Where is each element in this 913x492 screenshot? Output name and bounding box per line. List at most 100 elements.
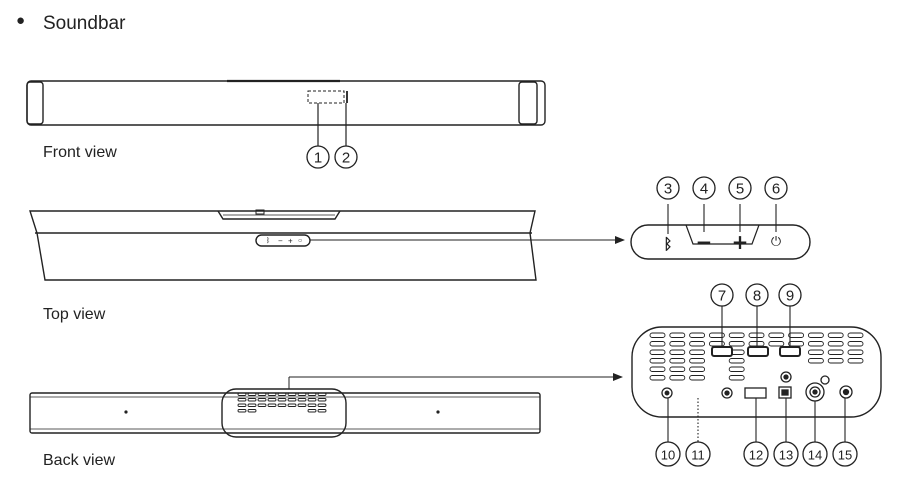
button-panel-detail bbox=[630, 204, 811, 260]
callout-4: 4 bbox=[692, 176, 716, 200]
vent-slot bbox=[247, 398, 257, 402]
vent-slot bbox=[689, 349, 706, 355]
vent-slot bbox=[287, 403, 297, 407]
vent-slot bbox=[237, 398, 247, 402]
vent-slot bbox=[669, 332, 686, 338]
svg-text:13: 13 bbox=[779, 448, 793, 463]
volume-up-icon: + bbox=[732, 230, 749, 254]
vent-slot bbox=[317, 403, 327, 407]
svg-text:−: − bbox=[278, 237, 283, 246]
connector-leader-lines bbox=[667, 306, 846, 442]
vent-slot bbox=[649, 349, 666, 355]
vent-slot bbox=[689, 332, 706, 338]
connector-panel-grille bbox=[649, 332, 864, 381]
vent-slot bbox=[297, 392, 307, 396]
callout-10: 10 bbox=[655, 441, 681, 467]
vent-slot bbox=[768, 332, 785, 338]
section-title: Soundbar bbox=[43, 13, 126, 34]
vent-slot bbox=[317, 409, 327, 413]
vent-slot bbox=[297, 403, 307, 407]
vent-slot bbox=[689, 366, 706, 372]
vent-slot bbox=[827, 341, 844, 347]
vent-slot bbox=[728, 375, 745, 381]
vent-slot bbox=[237, 392, 247, 396]
vent-slot bbox=[669, 375, 686, 381]
svg-text:11: 11 bbox=[691, 448, 705, 463]
vent-slot bbox=[847, 332, 864, 338]
vent-slot bbox=[257, 398, 267, 402]
vent-slot bbox=[307, 398, 317, 402]
callout-9: 9 bbox=[778, 283, 802, 307]
vent-slot bbox=[277, 398, 287, 402]
vent-slot bbox=[669, 341, 686, 347]
volume-down-icon: − bbox=[696, 230, 713, 254]
vent-slot bbox=[788, 341, 805, 347]
callout-1: 1 bbox=[306, 145, 330, 169]
vent-slot bbox=[827, 358, 844, 364]
vent-slot bbox=[807, 349, 824, 355]
vent-slot bbox=[847, 349, 864, 355]
back-panel-mini-grille bbox=[237, 392, 327, 413]
svg-text:7: 7 bbox=[718, 288, 726, 305]
vent-slot bbox=[847, 358, 864, 364]
vent-slot bbox=[317, 392, 327, 396]
vent-slot bbox=[689, 375, 706, 381]
vent-slot bbox=[669, 366, 686, 372]
back-view-label: Back view bbox=[43, 452, 116, 469]
svg-text:14: 14 bbox=[808, 448, 822, 463]
vent-slot bbox=[247, 392, 257, 396]
svg-text:6: 6 bbox=[772, 181, 780, 198]
vent-slot bbox=[277, 403, 287, 407]
vent-slot bbox=[728, 366, 745, 372]
vent-slot bbox=[649, 366, 666, 372]
top-view-label: Top view bbox=[43, 306, 106, 323]
vent-slot bbox=[649, 375, 666, 381]
front-view-soundbar bbox=[26, 79, 546, 146]
vent-slot bbox=[669, 358, 686, 364]
callout-3: 3 bbox=[656, 176, 680, 200]
front-view-label: Front view bbox=[43, 144, 117, 161]
vent-slot bbox=[307, 403, 317, 407]
vent-slot bbox=[307, 409, 317, 413]
svg-text:15: 15 bbox=[838, 448, 852, 463]
callout-11: 11 bbox=[685, 441, 711, 467]
callout-2: 2 bbox=[334, 145, 358, 169]
vent-slot bbox=[287, 392, 297, 396]
vent-slot bbox=[237, 409, 247, 413]
svg-text:2: 2 bbox=[342, 150, 350, 167]
svg-text:5: 5 bbox=[736, 181, 744, 198]
vent-slot bbox=[728, 341, 745, 347]
vent-slot bbox=[827, 332, 844, 338]
svg-text:1: 1 bbox=[314, 150, 322, 167]
vent-slot bbox=[807, 332, 824, 338]
vent-slot bbox=[257, 392, 267, 396]
svg-text:+: + bbox=[288, 237, 293, 246]
top-view-soundbar bbox=[29, 209, 625, 281]
section-bullet: ● bbox=[16, 12, 26, 29]
vent-slot bbox=[237, 403, 247, 407]
callout-8: 8 bbox=[745, 283, 769, 307]
vent-slot bbox=[649, 358, 666, 364]
vent-slot bbox=[708, 332, 725, 338]
vent-slot bbox=[807, 341, 824, 347]
vent-slot bbox=[669, 349, 686, 355]
vent-slot bbox=[267, 398, 277, 402]
vent-slot bbox=[277, 392, 287, 396]
svg-text:3: 3 bbox=[664, 181, 672, 198]
callout-14: 14 bbox=[802, 441, 828, 467]
vent-slot bbox=[807, 358, 824, 364]
bluetooth-icon: ᛒ bbox=[663, 235, 672, 253]
vent-slot bbox=[768, 341, 785, 347]
vent-slot bbox=[788, 332, 805, 338]
vent-slot bbox=[649, 341, 666, 347]
svg-text:10: 10 bbox=[661, 448, 675, 463]
svg-text:8: 8 bbox=[753, 288, 761, 305]
vent-slot bbox=[649, 332, 666, 338]
svg-text:○: ○ bbox=[298, 238, 302, 245]
connector-ports bbox=[661, 346, 853, 402]
vent-slot bbox=[827, 349, 844, 355]
vent-slot bbox=[728, 358, 745, 364]
vent-slot bbox=[257, 403, 267, 407]
callout-6: 6 bbox=[764, 176, 788, 200]
